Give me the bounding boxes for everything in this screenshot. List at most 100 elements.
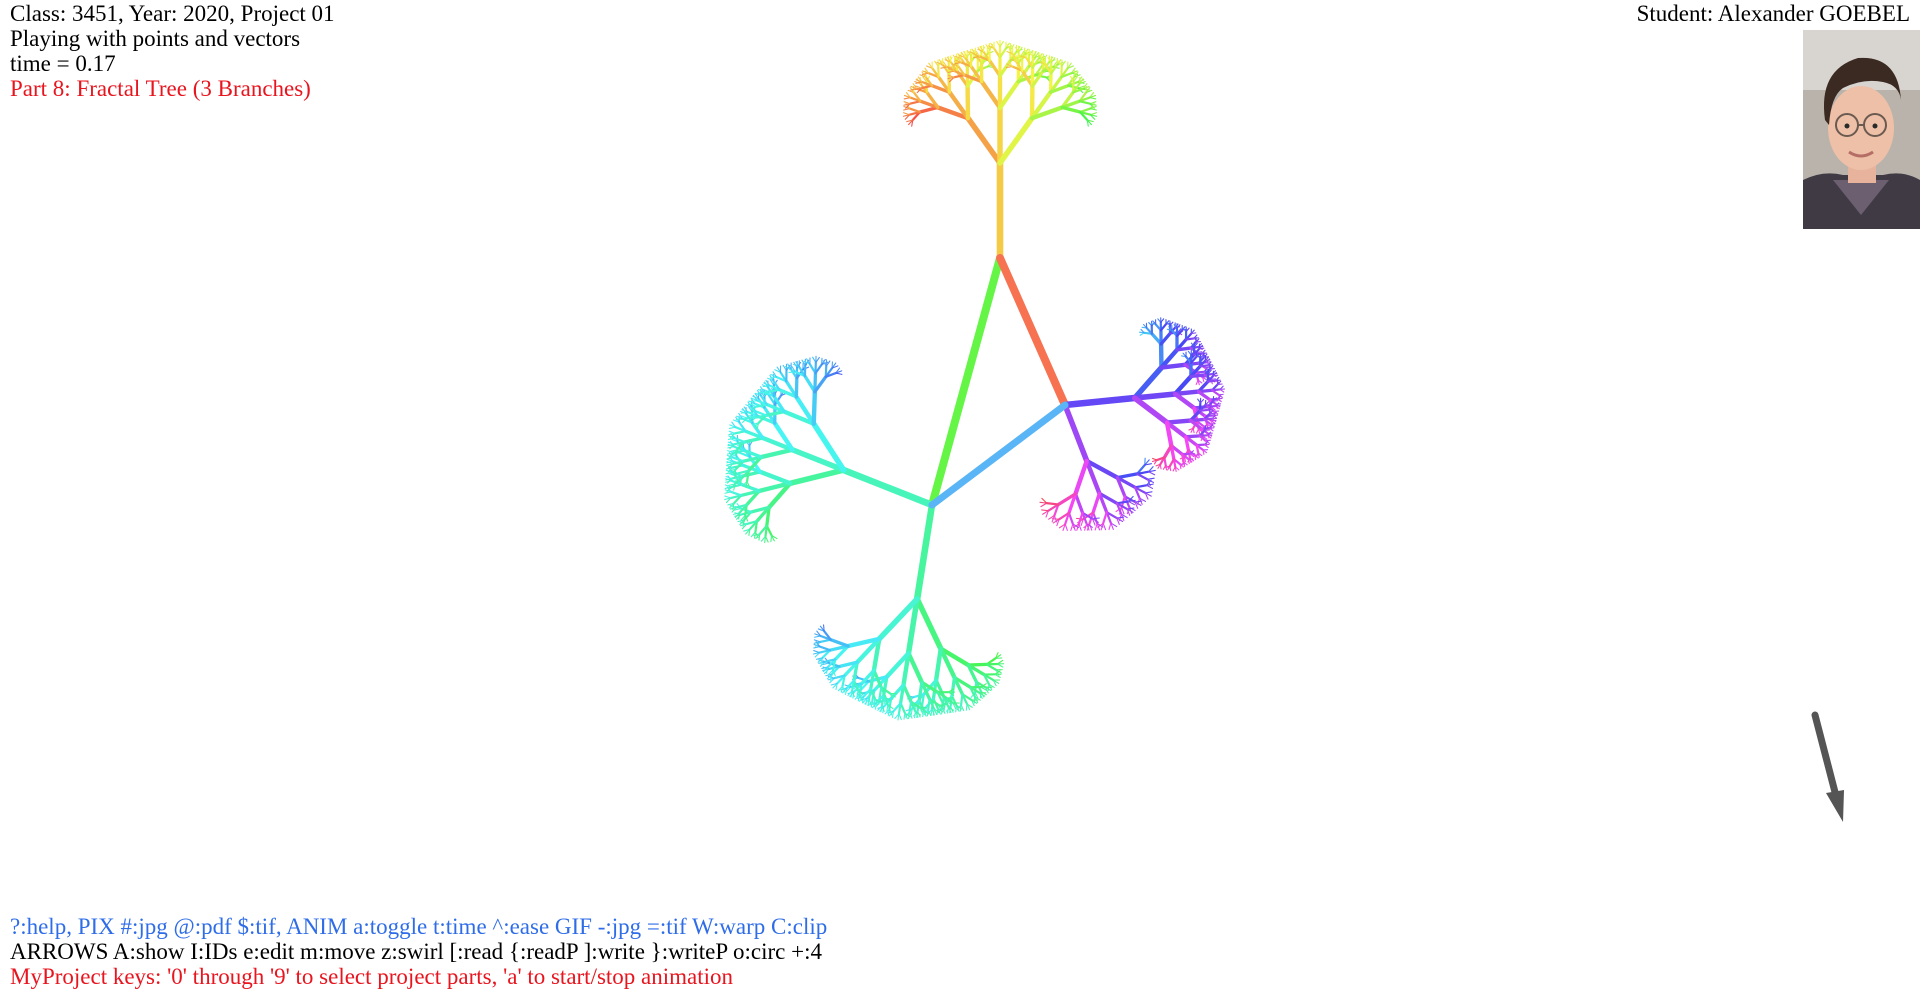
tree-branch xyxy=(1078,78,1084,85)
tree-branch xyxy=(736,478,743,484)
tree-branch xyxy=(782,364,788,372)
tree-branch xyxy=(733,437,746,444)
tree-branch xyxy=(736,415,743,420)
tree-branch xyxy=(984,686,989,694)
tree-branch xyxy=(1189,453,1195,458)
tree-branch xyxy=(1120,513,1128,519)
tree-branch xyxy=(864,698,870,705)
tree-branch xyxy=(1155,456,1166,462)
tree-branch xyxy=(739,519,745,526)
tree-branch xyxy=(794,394,816,426)
tree-branch xyxy=(1194,454,1197,461)
tree-branch xyxy=(1034,51,1040,59)
tree-branch xyxy=(973,53,981,58)
tree-branch xyxy=(1206,379,1217,383)
tree-branch xyxy=(754,392,762,397)
tree-branch xyxy=(952,54,958,61)
tree-branch xyxy=(734,512,741,518)
tree-branch xyxy=(816,630,822,637)
tree-branch xyxy=(747,455,763,473)
tree-branch xyxy=(925,90,940,110)
tree-branch xyxy=(729,468,737,472)
tree-branch xyxy=(740,514,746,521)
tree-branch xyxy=(1198,408,1209,412)
tree-branch xyxy=(730,449,738,452)
tree-branch xyxy=(914,711,916,719)
tree-branch xyxy=(958,54,966,59)
tree-branch xyxy=(1144,463,1152,466)
tree-branch xyxy=(753,422,760,429)
tree-branch xyxy=(1061,394,1138,409)
tree-branch xyxy=(803,360,811,365)
tree-branch xyxy=(1084,523,1088,531)
tree-branch xyxy=(966,49,972,57)
tree-branch xyxy=(724,497,732,501)
tree-branch xyxy=(724,486,732,490)
tree-branch xyxy=(947,70,955,73)
tree-branch xyxy=(980,686,987,691)
tree-branch xyxy=(996,254,1069,409)
tree-branch xyxy=(906,651,925,685)
tree-branch xyxy=(733,483,736,491)
tree-branch xyxy=(727,467,734,473)
tree-branch xyxy=(728,432,736,436)
tree-branch xyxy=(1018,46,1023,53)
tree-branch xyxy=(739,478,743,486)
tree-branch xyxy=(733,512,741,515)
tree-branch xyxy=(789,446,847,473)
tree-branch xyxy=(725,478,733,481)
tree-branch xyxy=(757,388,765,393)
tree-branch xyxy=(1144,492,1152,497)
tree-branch xyxy=(734,468,737,476)
tree-branch xyxy=(1206,434,1212,439)
tree-branch xyxy=(1105,511,1113,525)
tree-branch xyxy=(1049,63,1059,75)
tree-branch xyxy=(996,40,1001,48)
tree-branch xyxy=(728,430,736,434)
tree-branch xyxy=(905,596,920,657)
tree-branch xyxy=(1195,340,1201,343)
tree-branch xyxy=(1056,492,1078,507)
tree-branch xyxy=(1189,355,1198,364)
tree-branch xyxy=(725,475,733,480)
tree-branch xyxy=(872,668,883,690)
tree-branch xyxy=(758,469,793,486)
tree-branch xyxy=(979,45,985,53)
tree-branch xyxy=(1067,511,1075,526)
tree-branch xyxy=(1018,54,1023,61)
tree-branch xyxy=(854,694,860,700)
tree-branch xyxy=(1050,57,1056,64)
tree-branch xyxy=(726,458,734,462)
tree-branch xyxy=(739,489,761,498)
tree-branch xyxy=(756,481,793,494)
tree-branch xyxy=(793,363,800,368)
edit-keys-line: ARROWS A:show I:IDs e:edit m:move z:swir… xyxy=(10,939,822,964)
tree-branch xyxy=(1172,391,1197,411)
tree-branch xyxy=(813,375,828,394)
arrow-vector-icon[interactable] xyxy=(1811,711,1844,822)
tree-branch xyxy=(1010,58,1017,63)
tree-branch xyxy=(960,51,966,59)
tree-branch xyxy=(908,107,922,114)
tree-branch xyxy=(1110,522,1118,528)
tree-branch xyxy=(1134,500,1143,503)
tree-branch xyxy=(889,692,894,700)
tree-branch xyxy=(1144,492,1149,500)
tree-branch xyxy=(732,449,738,455)
tree-branch xyxy=(938,59,944,66)
tree-branch xyxy=(969,64,984,84)
tree-branch xyxy=(776,366,782,373)
tree-branch xyxy=(774,369,782,373)
tree-branch xyxy=(1048,514,1055,520)
tree-branch xyxy=(966,663,986,677)
tree-branch xyxy=(769,376,778,379)
tree-branch xyxy=(1078,100,1092,105)
tree-branch xyxy=(1073,458,1089,497)
tree-branch xyxy=(835,372,843,375)
tree-branch xyxy=(751,406,758,412)
tree-branch xyxy=(731,438,739,443)
tree-branch xyxy=(1064,511,1071,526)
tree-branch xyxy=(729,432,736,439)
tree-branch xyxy=(952,675,965,696)
